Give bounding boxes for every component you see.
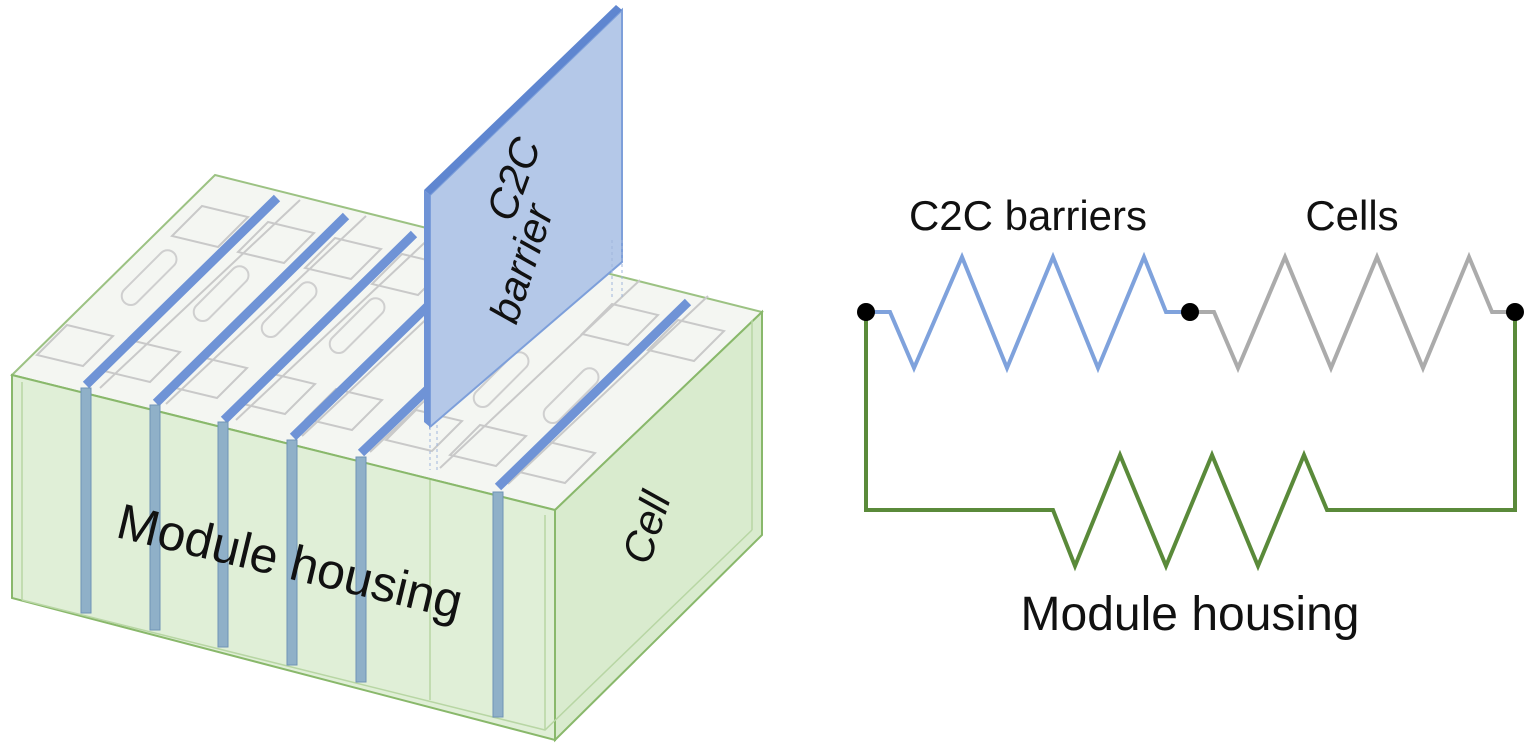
cells-resistor [1190, 251, 1515, 374]
node-right [1506, 303, 1524, 321]
node-middle [1181, 303, 1199, 321]
barriers-front [80, 387, 504, 718]
c2c-barriers-resistor [866, 251, 1190, 374]
node-left [857, 303, 875, 321]
module-housing-circuit-label: Module housing [1021, 588, 1360, 641]
cells-label: Cells [1305, 192, 1398, 239]
housing-side-face [554, 309, 763, 743]
c2c-barrier-plate: C2C barrier [424, 5, 623, 470]
module-illustration: C2C barrier Module housing Cell [10, 5, 765, 743]
module-housing-resistor [864, 312, 1517, 572]
resistor-network: C2C barriers Cells Module housing [857, 192, 1524, 641]
c2c-barriers-label: C2C barriers [909, 192, 1147, 239]
